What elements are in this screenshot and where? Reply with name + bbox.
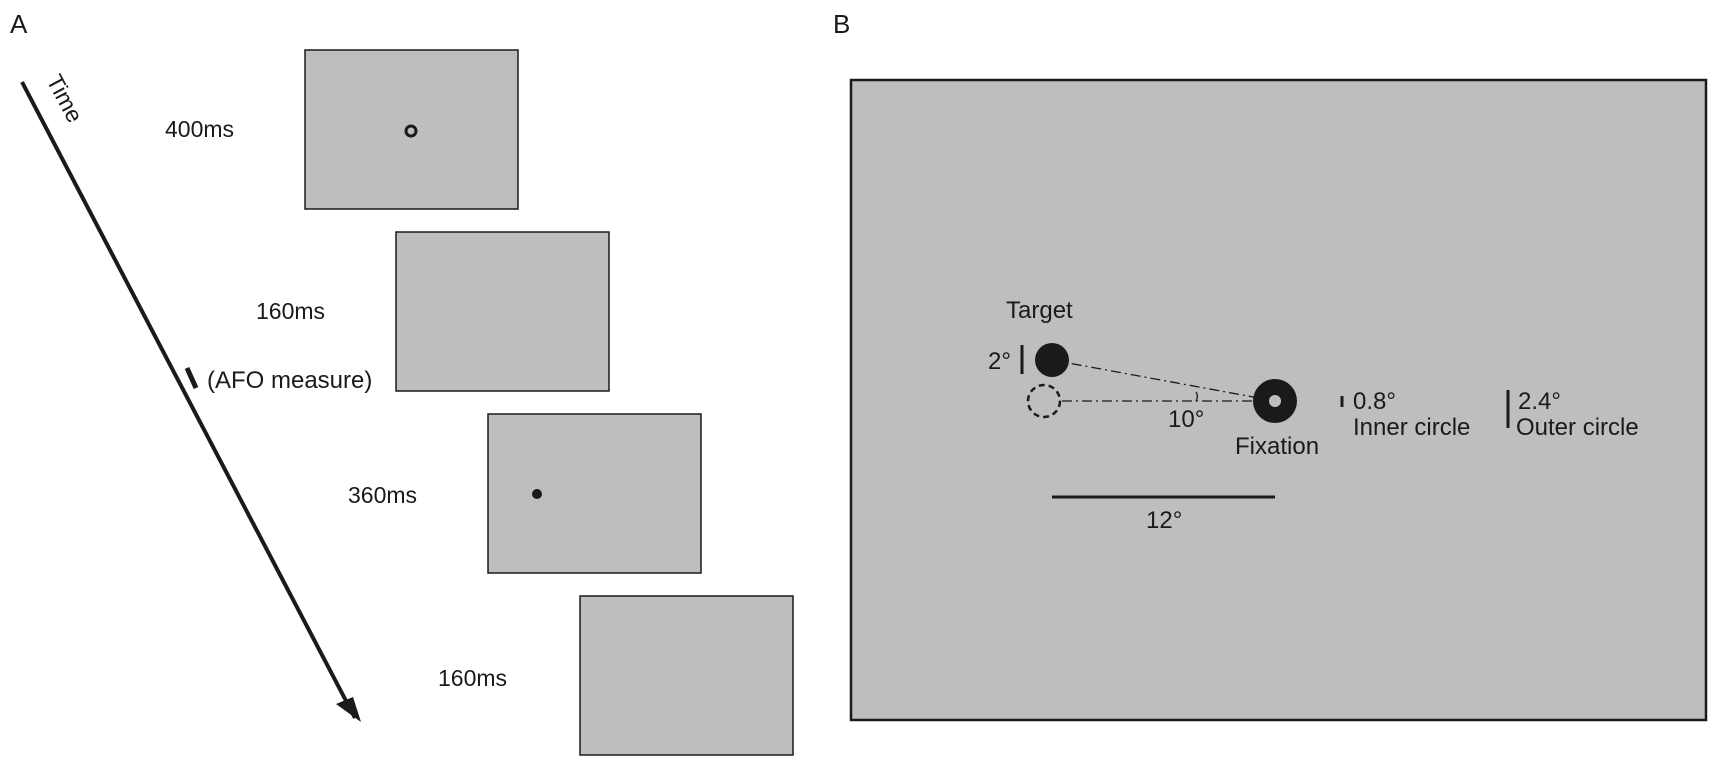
time-arrow-head — [336, 697, 361, 722]
panel-b: B Target 2° 10° Fixation 0.8° Inner circ… — [833, 9, 1708, 722]
target-label: Target — [1006, 297, 1073, 324]
frame-4-screen — [579, 595, 794, 756]
fixation-inner-circle-icon — [1269, 395, 1281, 407]
angle-arc — [1195, 391, 1198, 402]
fixation-ring-icon — [404, 124, 418, 138]
frame-3: 360ms — [348, 413, 702, 574]
frame-4: 160ms — [438, 595, 794, 756]
panel-a: A Time (AFO measure) 400ms 160ms 360ms 1 — [10, 9, 794, 756]
frame-1: 400ms — [165, 49, 519, 210]
frame-2: 160ms — [256, 231, 610, 392]
afo-tick — [184, 366, 199, 390]
inner-circle-label: Inner circle — [1353, 414, 1470, 441]
target-circle-icon — [1035, 343, 1069, 377]
frame-3-screen — [487, 413, 702, 574]
time-label: Time — [42, 70, 89, 127]
target-line — [1051, 359, 1276, 402]
frame-3-duration: 360ms — [348, 482, 417, 508]
target-dot-icon — [532, 489, 542, 499]
target-size-label: 2° — [988, 348, 1011, 375]
panel-a-letter: A — [10, 9, 28, 39]
outer-circle-label: Outer circle — [1516, 414, 1639, 441]
panel-b-letter: B — [833, 9, 850, 39]
angle-label: 10° — [1168, 406, 1204, 433]
inner-size-label: 0.8° — [1353, 388, 1396, 415]
distance-label: 12° — [1146, 507, 1182, 534]
frame-2-duration: 160ms — [256, 298, 325, 324]
afo-label: (AFO measure) — [207, 367, 372, 394]
frame-1-screen — [304, 49, 519, 210]
mirror-location-icon — [1026, 383, 1062, 419]
frame-4-duration: 160ms — [438, 665, 507, 691]
time-arrow-shaft — [20, 81, 357, 719]
fixation-label: Fixation — [1235, 433, 1319, 460]
outer-size-label: 2.4° — [1518, 388, 1561, 415]
frame-1-duration: 400ms — [165, 116, 234, 142]
frame-2-screen — [395, 231, 610, 392]
